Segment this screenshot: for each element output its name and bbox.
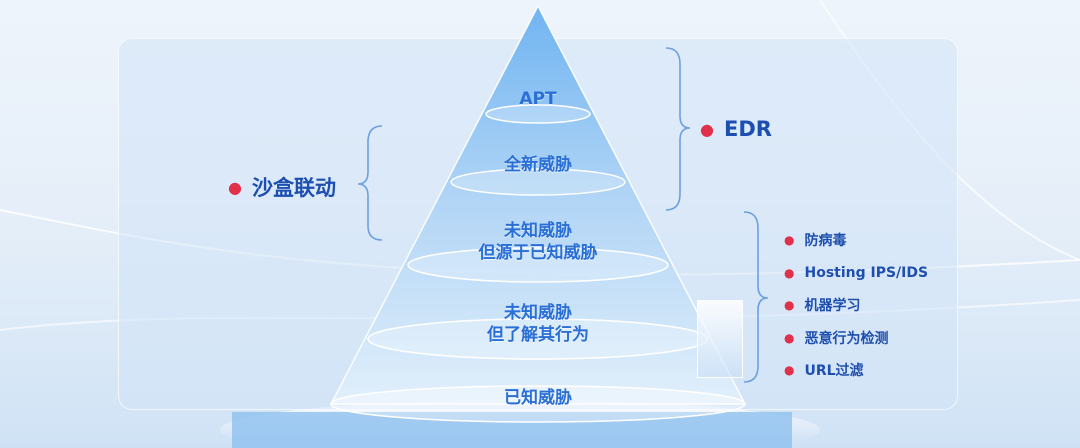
edr-brace <box>665 47 691 211</box>
layer-line: 全新威胁 <box>504 155 572 175</box>
layer-line: 未知威胁 <box>504 303 572 323</box>
sandbox-brace <box>357 125 383 241</box>
pyramid-layer-known-threats: 已知威胁 <box>504 387 572 409</box>
pyramid-layer-unknown-from-known: 未知威胁 但源于已知威胁 <box>479 220 598 264</box>
pyramid-layer-new-threats: 全新威胁 <box>504 154 572 176</box>
list-item: ● 防病毒 <box>784 224 928 257</box>
bullet-icon: ● <box>784 265 795 280</box>
bullet-icon: ● <box>784 233 795 248</box>
list-item: ● 机器学习 <box>784 289 928 322</box>
list-item: ● URL过滤 <box>784 354 928 387</box>
list-item-label: 机器学习 <box>804 298 861 315</box>
bullet-icon: ● <box>784 298 795 313</box>
list-item-label: 防病毒 <box>804 233 847 250</box>
layer-divider <box>407 247 669 283</box>
bullet-icon: ● <box>228 177 242 197</box>
pyramid-layer-unknown-known-behavior: 未知威胁 但了解其行为 <box>487 302 589 346</box>
bullet-icon: ● <box>700 119 714 139</box>
layer-divider <box>450 168 626 196</box>
decor-cube <box>697 300 743 378</box>
list-item-label: 恶意行为检测 <box>804 330 889 347</box>
edr-label-text: EDR <box>723 117 772 141</box>
list-item-label: URL过滤 <box>804 363 864 380</box>
layer-line: APT <box>519 89 557 109</box>
edr-label: ● EDR <box>700 117 772 141</box>
layer-line: 但源于已知威胁 <box>478 243 598 263</box>
sandbox-label: ● 沙盒联动 <box>228 172 336 202</box>
layer-line: 未知威胁 <box>504 221 572 241</box>
layer-line: 已知威胁 <box>504 388 572 408</box>
sandbox-label-text: 沙盒联动 <box>251 176 336 200</box>
list-item: ● Hosting IPS/IDS <box>784 257 928 290</box>
layer-line: 但了解其行为 <box>487 325 589 345</box>
bullet-icon: ● <box>784 330 795 345</box>
layer-divider <box>485 104 591 124</box>
list-item-label: Hosting IPS/IDS <box>804 264 929 281</box>
bullet-icon: ● <box>784 363 795 378</box>
pyramid-layer-apt: APT <box>519 88 556 110</box>
list-item: ● 恶意行为检测 <box>784 322 928 355</box>
pyramid-base <box>330 385 746 423</box>
feature-list: ● 防病毒 ● Hosting IPS/IDS ● 机器学习 ● 恶意行为检测 … <box>784 224 928 387</box>
features-brace <box>743 211 769 383</box>
